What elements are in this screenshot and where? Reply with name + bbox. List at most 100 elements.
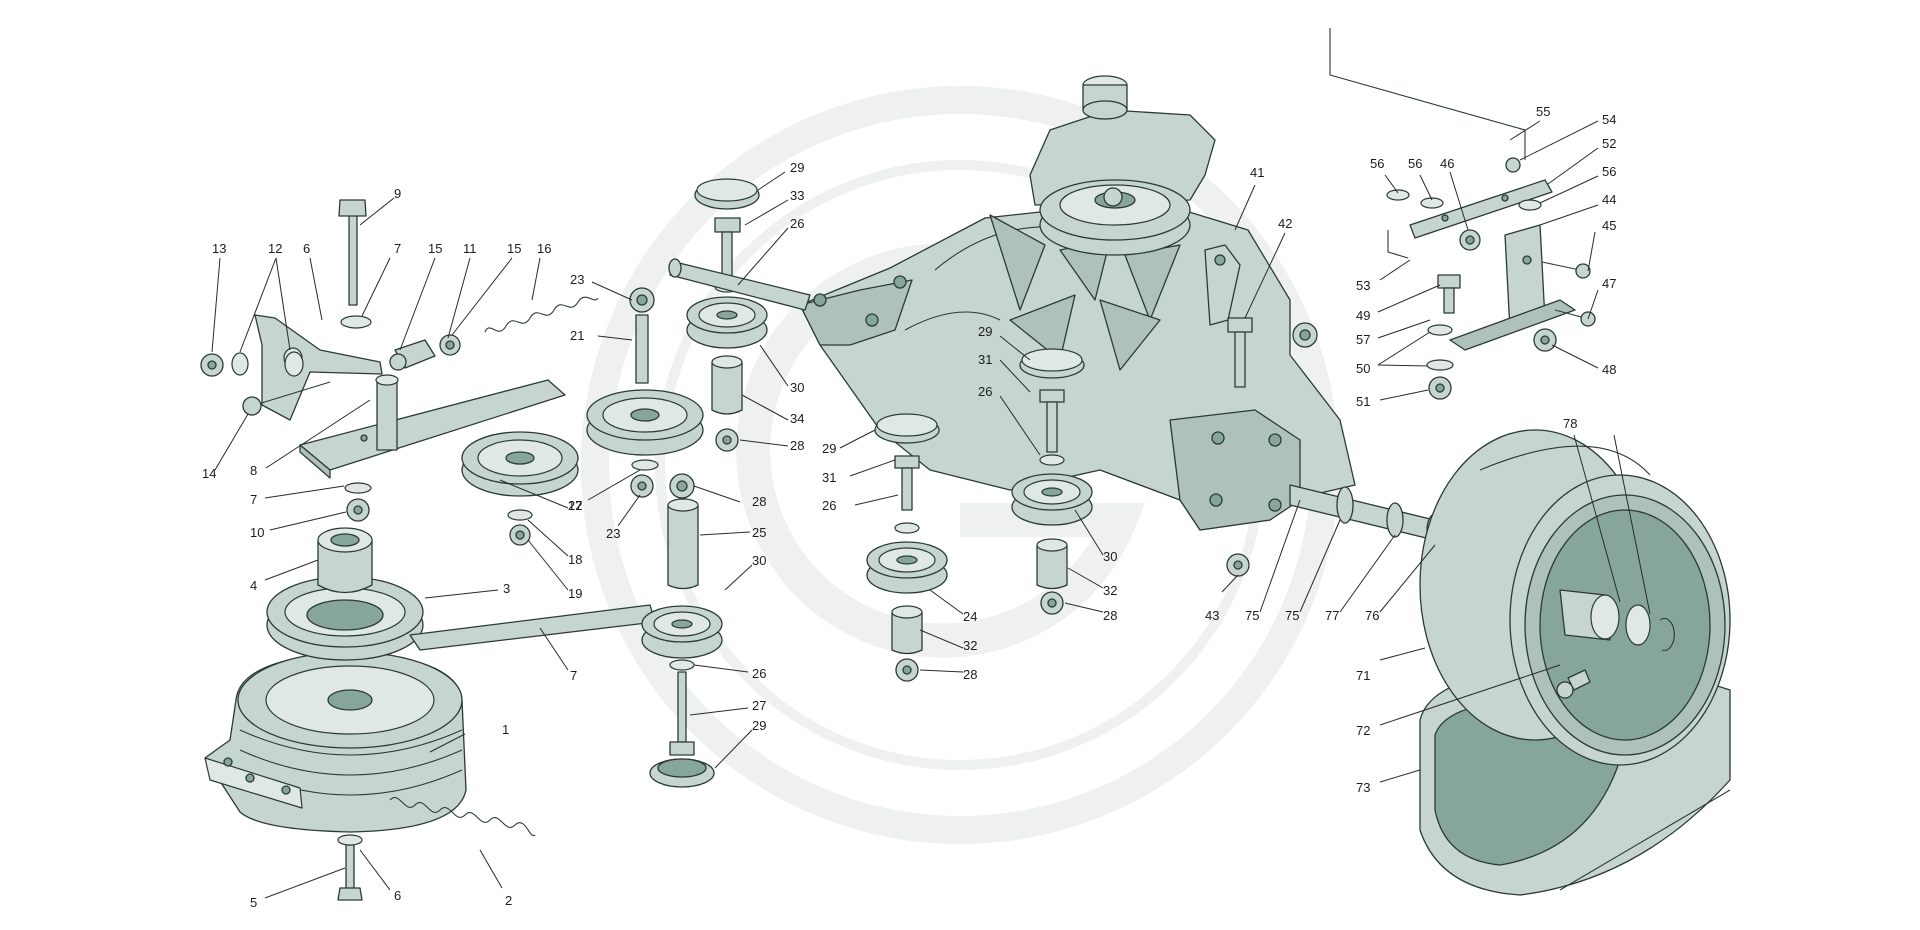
callout-73: 73 — [1356, 780, 1370, 795]
callout-29c: 29 — [822, 441, 836, 456]
center-cap — [1019, 348, 1085, 379]
brake-rod — [1329, 28, 1526, 160]
fan-cover — [1029, 75, 1216, 206]
callout-4: 4 — [250, 578, 257, 593]
callout-1: 1 — [502, 722, 509, 737]
center-pulley — [1011, 454, 1093, 526]
callout-72: 72 — [1356, 723, 1370, 738]
mid-spacer — [891, 605, 923, 682]
mid-bolt — [894, 455, 920, 511]
callout-49: 49 — [1356, 308, 1370, 323]
callout-76: 77 — [1325, 608, 1339, 623]
callout-9: 9 — [394, 186, 401, 201]
callout-48: 48 — [1602, 362, 1616, 377]
callout-19: 19 — [568, 586, 582, 601]
input-pulley — [1039, 179, 1191, 256]
callout-24: 24 — [963, 609, 977, 624]
callout-28a: 28 — [790, 438, 804, 453]
callout-5: 5 — [250, 895, 257, 910]
callout-27: 27 — [752, 698, 766, 713]
callout-15a: 15 — [428, 241, 442, 256]
long-bolt — [338, 199, 367, 306]
callout-6b: 6 — [303, 241, 310, 256]
callout-26b: 26 — [752, 666, 766, 681]
upper-spacer — [711, 355, 743, 452]
center-bolt — [1039, 389, 1065, 453]
callout-30c: 30 — [1103, 549, 1117, 564]
brake-arm — [1204, 244, 1241, 326]
callout-7c: 7 — [570, 668, 577, 683]
callout-18: 18 — [568, 552, 582, 567]
callout-11: 11 — [463, 241, 477, 256]
arm-bolt — [242, 381, 331, 416]
callout-21: 21 — [570, 328, 584, 343]
callout-3: 3 — [503, 581, 510, 596]
upper-cap — [694, 178, 760, 210]
clutch-bolt — [337, 834, 363, 901]
mid-cap — [874, 413, 940, 444]
callout-29d: 29 — [978, 324, 992, 339]
callout-32a: 32 — [963, 638, 977, 653]
callout-32b: 32 — [1103, 583, 1117, 598]
callout-25: 25 — [752, 525, 766, 540]
callout-26a: 26 — [790, 216, 804, 231]
callout-17: 17 — [568, 498, 582, 513]
clutch-pulley — [266, 576, 424, 661]
flat-idler-pulley — [461, 431, 579, 497]
callout-56c: 56 — [1602, 164, 1616, 179]
callout-55: 55 — [1536, 104, 1550, 119]
callout-26c: 26 — [822, 498, 836, 513]
threaded-stud — [629, 287, 655, 384]
link-plate — [1409, 179, 1553, 239]
callout-29a: 29 — [790, 160, 804, 175]
callout-28d: 28 — [1103, 608, 1117, 623]
callout-10: 10 — [250, 525, 264, 540]
center-spacer — [1036, 538, 1068, 615]
clutch-spring — [389, 797, 536, 837]
callout-33: 33 — [790, 188, 804, 203]
callout-30a: 30 — [790, 380, 804, 395]
callout-56b: 56 — [1408, 156, 1422, 171]
adjuster-block — [389, 334, 461, 371]
callout-50: 50 — [1356, 361, 1370, 376]
lower-pulley — [641, 605, 723, 659]
callout-75b: 76 — [1365, 608, 1379, 623]
callout-47: 47 — [1602, 276, 1616, 291]
nut-set-left — [200, 351, 304, 377]
callout-45: 45 — [1602, 218, 1616, 233]
callout-57: 57 — [1356, 332, 1370, 347]
callout-26d: 26 — [978, 384, 992, 399]
clutch-hub — [317, 527, 373, 594]
callout-52: 52 — [1602, 136, 1616, 151]
callout-16: 16 — [537, 241, 551, 256]
mid-pulley — [866, 522, 948, 594]
input-shaft — [668, 258, 811, 311]
brake-bolt — [1227, 317, 1253, 388]
callout-23a: 23 — [570, 272, 584, 287]
upper-pulley — [686, 281, 768, 349]
callout-2: 2 — [505, 893, 512, 908]
brake-bracket — [1449, 224, 1576, 351]
callout-74: 75 — [1245, 608, 1259, 623]
callout-71: 71 — [1356, 668, 1370, 683]
callout-15b: 15 — [507, 241, 521, 256]
callout-53: 53 — [1356, 278, 1370, 293]
small-nuts — [344, 482, 533, 546]
callout-labels: 1 2 3 4 5 6 6 7 7 7 8 9 10 11 12 13 14 1… — [202, 104, 1651, 910]
spacer-sleeve — [667, 498, 699, 590]
callout-43: 43 — [1205, 608, 1219, 623]
callout-41: 41 — [1250, 165, 1264, 180]
callout-31a: 31 — [822, 470, 836, 485]
callout-75a: 75 — [1285, 608, 1299, 623]
bracket-hardware — [1386, 157, 1596, 400]
callout-23b: 23 — [606, 526, 620, 541]
callout-13: 13 — [212, 241, 226, 256]
callout-44: 44 — [1602, 192, 1616, 207]
tire-valve — [1556, 669, 1591, 699]
wheel-hub — [1559, 589, 1675, 651]
callout-77: 78 — [1563, 416, 1577, 431]
washer — [340, 315, 372, 329]
idler-bracket — [299, 374, 566, 479]
callout-28c: 28 — [963, 667, 977, 682]
